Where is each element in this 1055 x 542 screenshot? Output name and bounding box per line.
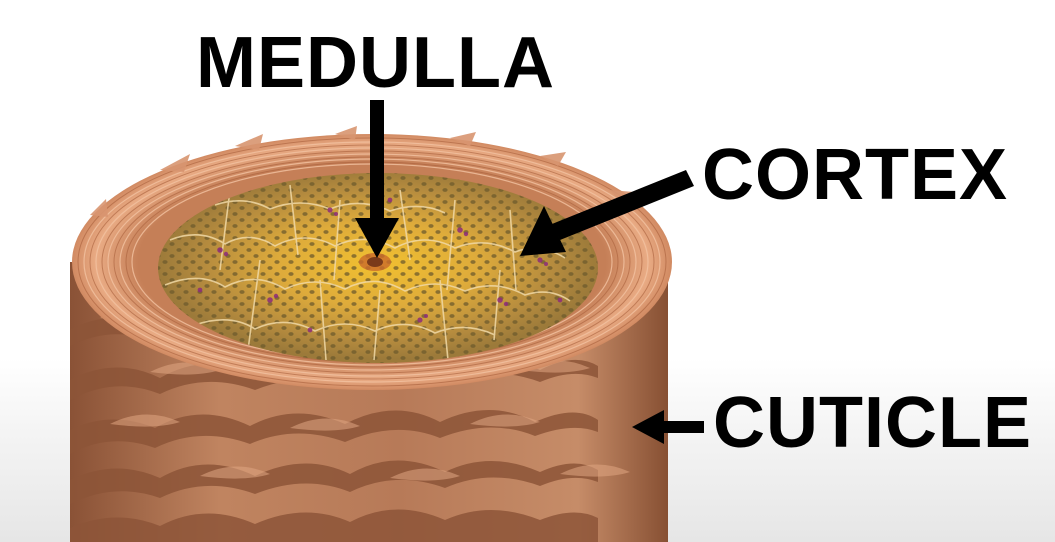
cuticle-arrow	[632, 410, 704, 444]
cuticle-label: CUTICLE	[713, 383, 1032, 463]
cortex-label: CORTEX	[702, 135, 1009, 215]
medulla-core	[359, 253, 391, 271]
medulla-label: MEDULLA	[196, 23, 555, 103]
cortex-arrow	[520, 170, 694, 256]
medulla-arrow	[355, 100, 399, 258]
